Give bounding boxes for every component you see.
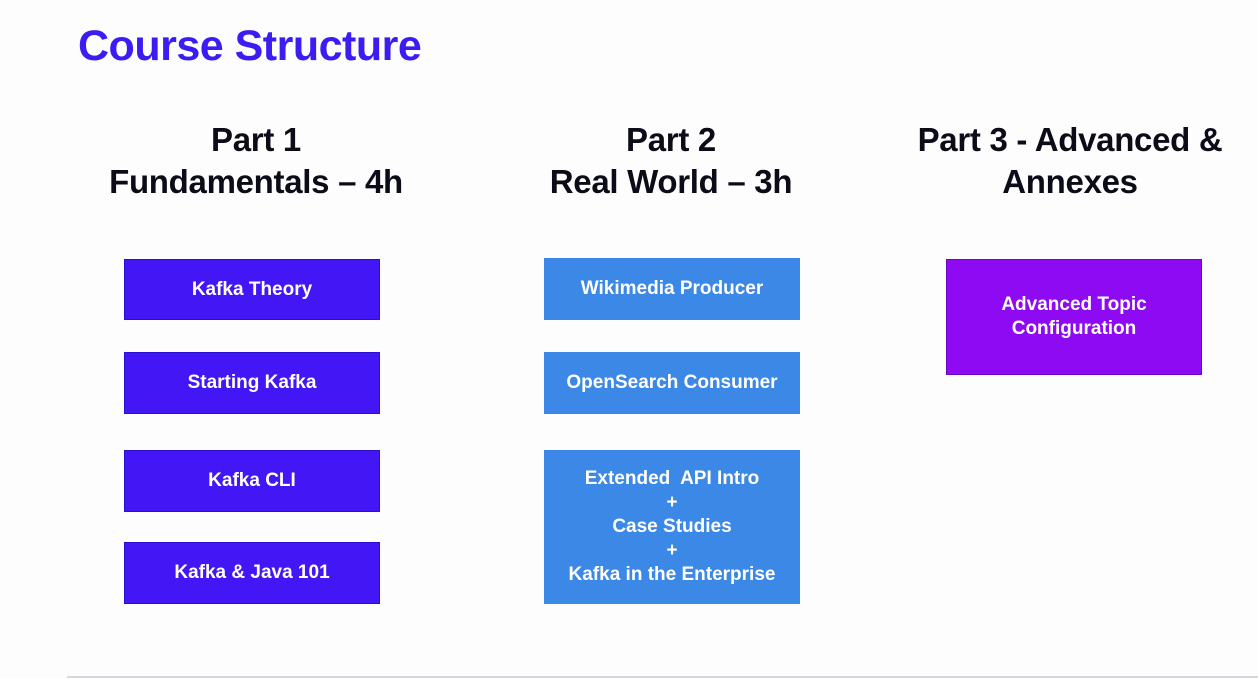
part-1-heading-line1: Part 1 [211,121,301,158]
module-label-line2: Configuration [1011,318,1137,339]
module-label: Starting Kafka [187,372,317,393]
module-kafka-cli: Kafka CLI [124,450,380,512]
part-1-heading: Part 1 Fundamentals – 4h [66,119,446,203]
module-label-line5: Kafka in the Enterprise [568,564,776,585]
module-label-plus: + [666,492,678,513]
module-starting-kafka: Starting Kafka [124,352,380,414]
part-3-heading-line2: Annexes [1002,163,1138,200]
module-label: OpenSearch Consumer [566,372,778,393]
module-label-plus: + [666,540,678,561]
module-label: Kafka Theory [191,278,313,300]
module-label-line1: Advanced Topic [1001,294,1147,315]
module-advanced-topic-configuration: Advanced Topic Configuration [946,259,1202,375]
page-title: Course Structure [78,22,422,70]
module-kafka-theory: Kafka Theory [124,259,380,320]
module-label: Kafka CLI [208,470,296,491]
footer-divider [67,676,1258,678]
module-wikimedia-producer: Wikimedia Producer [544,258,800,320]
module-label-line3: Case Studies [612,516,732,537]
module-label-line1: Extended API Intro [584,468,760,489]
part-2-heading-line1: Part 2 [626,121,716,158]
module-kafka-java-101: Kafka & Java 101 [124,542,380,604]
part-3-heading: Part 3 - Advanced & Annexes [880,119,1258,203]
part-3-heading-line1: Part 3 - Advanced & [917,121,1223,158]
module-opensearch-consumer: OpenSearch Consumer [544,352,800,414]
part-2-heading: Part 2 Real World – 3h [481,119,861,203]
part-2-heading-line2: Real World – 3h [549,163,793,200]
module-extended-api-case-studies: Extended API Intro + Case Studies + Kafk… [544,450,800,604]
module-label: Kafka & Java 101 [174,562,330,583]
part-1-heading-line2: Fundamentals – 4h [109,163,403,200]
module-label: Wikimedia Producer [580,278,764,299]
